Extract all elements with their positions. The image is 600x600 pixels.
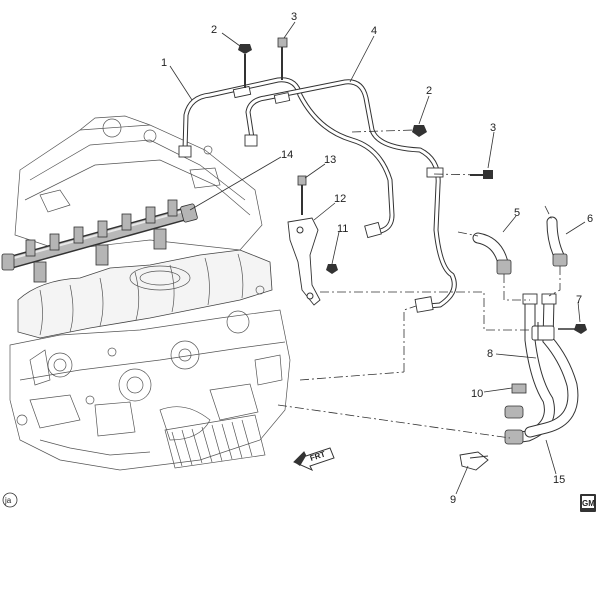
alignment-lines bbox=[277, 129, 561, 439]
bolt-3-top bbox=[277, 37, 288, 80]
clip-9 bbox=[459, 451, 489, 471]
callout-7: 7 bbox=[576, 294, 582, 306]
hose-6 bbox=[546, 216, 568, 267]
callout-1: 1 bbox=[161, 57, 167, 69]
hose-assembly-15 bbox=[504, 293, 579, 445]
callout-8: 8 bbox=[487, 348, 493, 360]
callout-4: 4 bbox=[371, 25, 377, 37]
hose-5 bbox=[472, 232, 512, 275]
front-direction-arrow: FRT bbox=[293, 447, 335, 472]
callout-11: 11 bbox=[337, 223, 348, 235]
callout-12: 12 bbox=[334, 193, 346, 205]
corner-badge-label: ja bbox=[4, 496, 12, 505]
corner-badge: ja bbox=[2, 492, 18, 508]
bolt-7 bbox=[558, 324, 587, 334]
callout-9: 9 bbox=[450, 494, 456, 506]
callout-14: 14 bbox=[281, 149, 293, 161]
bolt-11 bbox=[326, 264, 338, 274]
gm-logo-label: GM bbox=[582, 499, 595, 508]
callout-15: 15 bbox=[553, 474, 565, 486]
fuel-rail bbox=[1, 199, 198, 283]
callout-13: 13 bbox=[324, 154, 336, 166]
bolt-2-top bbox=[238, 44, 252, 88]
callout-2-right: 2 bbox=[426, 85, 432, 97]
bolt-13 bbox=[297, 175, 307, 215]
callout-5: 5 bbox=[514, 207, 520, 219]
callout-10: 10 bbox=[471, 388, 483, 400]
fuel-return-pipe-4 bbox=[244, 79, 457, 313]
nut-2-right bbox=[412, 125, 427, 137]
rail-bracket bbox=[287, 217, 321, 306]
clip-10 bbox=[511, 383, 527, 394]
gm-logo: GM bbox=[580, 494, 596, 512]
callout-3-top: 3 bbox=[291, 11, 297, 23]
leader-lines bbox=[169, 21, 586, 495]
callout-6: 6 bbox=[587, 213, 593, 225]
callout-2-top: 2 bbox=[211, 24, 217, 36]
cooler-hatch bbox=[164, 414, 266, 469]
engine-illustration bbox=[9, 115, 291, 471]
callout-labels: 1 2 3 4 2 3 13 14 12 11 5 6 7 8 10 15 9 bbox=[161, 11, 593, 506]
fuel-feed-pipe-1 bbox=[178, 77, 395, 239]
callout-3-right: 3 bbox=[490, 122, 496, 134]
